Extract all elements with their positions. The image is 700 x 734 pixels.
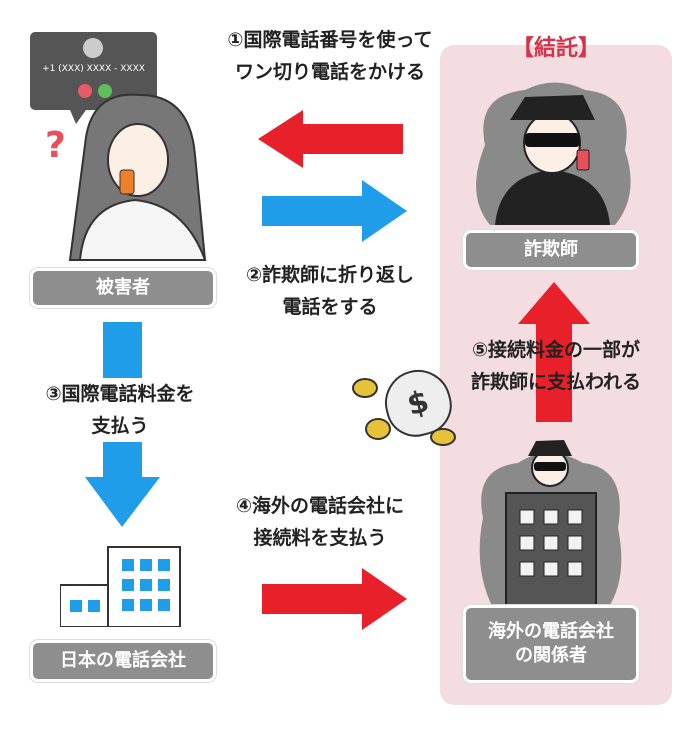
accept-call-icon — [98, 84, 112, 98]
step-2-text: ②詐欺師に折り返し 電話をする — [210, 259, 450, 323]
step-3-line-1: ③国際電話料金を — [45, 383, 195, 405]
coin-icon — [365, 418, 391, 440]
fraudster-label: 詐欺師 — [463, 230, 639, 270]
arrow-up-red — [518, 282, 590, 422]
japan-carrier-label: 日本の電話会社 — [30, 640, 216, 682]
overseas-carrier-label: 海外の電話会社 の関係者 — [463, 605, 639, 683]
step-5-text: ⑤接続料金の一部が 詐欺師に支払われる — [440, 334, 672, 398]
overseas-carrier-line-2: の関係者 — [515, 645, 587, 666]
step-1-line-1: ①国際電話番号を使って — [227, 29, 433, 51]
step-1-text: ①国際電話番号を使って ワン切り電話をかける — [200, 24, 460, 88]
step-2-line-2: 電話をする — [282, 296, 378, 318]
dollar-sign: $ — [403, 383, 433, 423]
step-4-line-1: ④海外の電話会社に — [235, 495, 405, 517]
step-5-line-1: ⑤接続料金の一部が — [471, 339, 641, 361]
question-mark: ? — [45, 125, 66, 166]
step-4-text: ④海外の電話会社に 接続料を支払う — [200, 490, 440, 554]
coin-icon — [352, 378, 378, 398]
step-3-text: ③国際電話料金を 支払う — [20, 378, 220, 442]
fraudster-illustration — [476, 82, 631, 225]
step-5-line-2: 詐欺師に支払われる — [470, 371, 642, 393]
victim-label: 被害者 — [30, 268, 216, 308]
arrow-right-red — [262, 568, 407, 630]
bubble-tail — [70, 110, 86, 124]
collusion-title: 【結託】 — [511, 36, 600, 61]
overseas-building-illustration — [479, 440, 622, 608]
decline-call-icon — [78, 84, 92, 98]
step-2-line-1: ②詐欺師に折り返し — [245, 264, 415, 286]
step-3-line-2: 支払う — [91, 415, 149, 437]
japan-building-illustration — [60, 546, 181, 627]
step-4-line-2: 接続料を支払う — [253, 527, 387, 549]
victim-illustration — [68, 93, 207, 261]
coin-icon — [430, 428, 456, 446]
arrow-right-blue — [262, 180, 407, 242]
arrow-left-red — [258, 110, 403, 168]
phone-number: +1 (XXX) XXXX - XXXX — [42, 64, 145, 74]
overseas-carrier-line-1: 海外の電話会社 — [488, 620, 614, 642]
user-avatar-icon — [83, 38, 103, 58]
step-1-line-2: ワン切り電話をかける — [234, 61, 425, 83]
